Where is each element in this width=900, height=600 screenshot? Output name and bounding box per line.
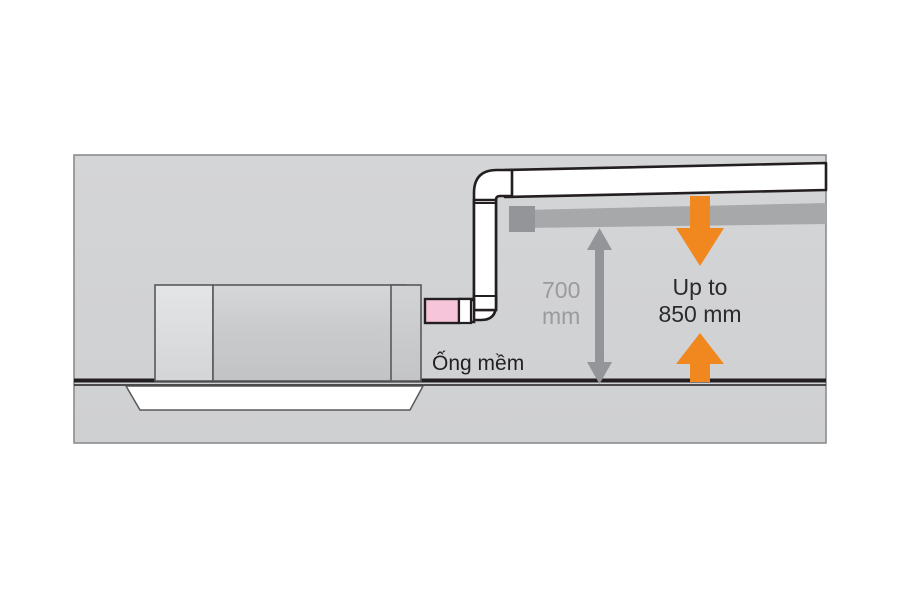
up-arrow-head [676, 333, 724, 364]
gray-pipe-body [524, 203, 826, 228]
height-range-line2: 850 mm [658, 301, 741, 327]
unit-right-endcap [390, 284, 422, 382]
unit-main-body [212, 284, 407, 382]
height-range-line1: Up to [673, 274, 728, 300]
dim-arrow-head-up [587, 228, 612, 250]
dim-arrow-shaft [595, 240, 604, 372]
dimension-700-line2: mm [542, 303, 580, 329]
horizontal-pipe-body [503, 161, 828, 199]
ceiling-panel-face [124, 385, 425, 411]
gray-double-arrow [587, 228, 612, 384]
indoor-unit-body [154, 284, 422, 382]
gray-refrigerant-pipe [509, 203, 826, 232]
drain-riser-vertical [472, 198, 498, 312]
hose-coupling [457, 297, 473, 325]
horizontal-drain-pipe [503, 161, 828, 199]
gray-pipe-collar [509, 206, 535, 232]
flexible-hose [423, 297, 473, 325]
dimension-700-line1: 700 [542, 277, 580, 303]
ceiling-panel [124, 385, 425, 411]
down-arrow-head [676, 228, 724, 266]
flexible-hose-body [423, 297, 461, 325]
orange-up-arrow [676, 333, 724, 382]
flexible-hose-label: Ống mềm [432, 351, 524, 375]
orange-down-arrow [676, 196, 724, 266]
riser-vertical-body [472, 198, 498, 312]
dim-arrow-head-down [587, 362, 612, 384]
unit-left-panel [154, 284, 214, 382]
